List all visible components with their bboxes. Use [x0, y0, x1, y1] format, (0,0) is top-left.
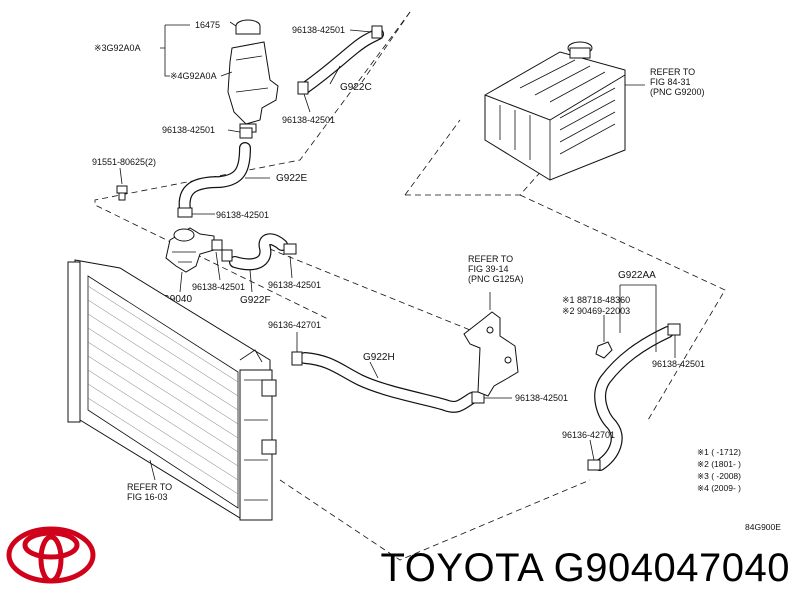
part-number-caption: TOYOTA G904047040 — [380, 546, 790, 590]
label-part-2: ※2 90469-22003 — [562, 306, 630, 316]
label-reservoir-a3: ※3G92A0A — [94, 43, 141, 53]
label-hose-c: G922C — [340, 82, 372, 93]
label-clamp-aa-low: 96136-42701 — [562, 430, 615, 440]
label-clamp-res-low: 96138-42501 — [162, 125, 215, 135]
label-clamp-e: 96138-42501 — [216, 210, 269, 220]
hose-g922c — [299, 28, 384, 94]
diagram-code: 84G900E — [745, 522, 781, 532]
reservoir-tank — [227, 19, 279, 133]
label-hose-aa: G922AA — [618, 270, 656, 281]
label-hose-h: G922H — [363, 352, 395, 363]
refer-inverter-line-3: (PNC G9200) — [650, 87, 705, 97]
label-clamp-f: 96138-42501 — [268, 280, 321, 290]
refer-radiator-line-1: REFER TO — [127, 482, 172, 492]
label-part-1: ※1 88718-48360 — [562, 295, 630, 305]
toyota-logo-icon — [6, 526, 96, 584]
note-4: ※4 (2009- ) — [697, 483, 741, 493]
note-2: ※2 (1801- ) — [697, 459, 741, 469]
clamp-icon — [297, 81, 309, 95]
clamp-icon — [239, 127, 253, 139]
refer-cooler-line-2: FIG 39-14 — [468, 264, 509, 274]
label-hose-e: G922E — [276, 173, 307, 184]
label-reservoir-a4: ※4G92A0A — [170, 71, 217, 81]
label-clamp-h-left: 96136-42701 — [268, 320, 321, 330]
refer-cooler-line-3: (PNC G125A) — [468, 274, 524, 284]
label-pump: G9040 — [162, 294, 192, 305]
label-clamp-pump: 96138-42501 — [192, 282, 245, 292]
radiator-fins — [87, 285, 239, 495]
label-clamp-c-low: 96138-42501 — [282, 115, 335, 125]
clip-icon — [595, 341, 613, 359]
label-clamp-aa: 96138-42501 — [652, 359, 705, 369]
refer-radiator-line-2: FIG 16-03 — [127, 492, 168, 502]
hose-g922f — [229, 233, 288, 271]
refer-inverter-line-2: FIG 84-31 — [650, 77, 691, 87]
label-clamp-top: 96138-42501 — [292, 25, 345, 35]
refer-inverter-line-1: REFER TO — [650, 67, 695, 77]
clamp-icon — [667, 323, 681, 336]
label-hose-f: G922F — [240, 295, 271, 306]
radiator — [67, 259, 277, 521]
clamp-icon — [291, 351, 303, 366]
label-bolt: 91551-80625(2) — [92, 157, 156, 167]
bolt-icon — [116, 185, 128, 201]
clamp-icon — [221, 249, 233, 262]
note-3: ※3 ( -2008) — [697, 471, 741, 481]
clamp-icon — [283, 243, 297, 255]
refer-cooler-line-1: REFER TO — [468, 254, 513, 264]
clamp-icon — [587, 459, 601, 471]
cooler-bracket — [463, 292, 519, 397]
hose-g922aa — [594, 326, 674, 471]
clamp-icon — [177, 207, 193, 218]
water-pump — [165, 227, 223, 273]
label-reservoir-cap: 16475 — [195, 20, 220, 30]
note-1: ※1 ( -1712) — [697, 447, 741, 457]
hose-g922h — [299, 352, 478, 413]
inverter-assembly — [484, 41, 645, 181]
clamp-icon — [371, 25, 383, 39]
label-clamp-h-right: 96138-42501 — [515, 393, 568, 403]
hose-g922e — [178, 142, 251, 216]
